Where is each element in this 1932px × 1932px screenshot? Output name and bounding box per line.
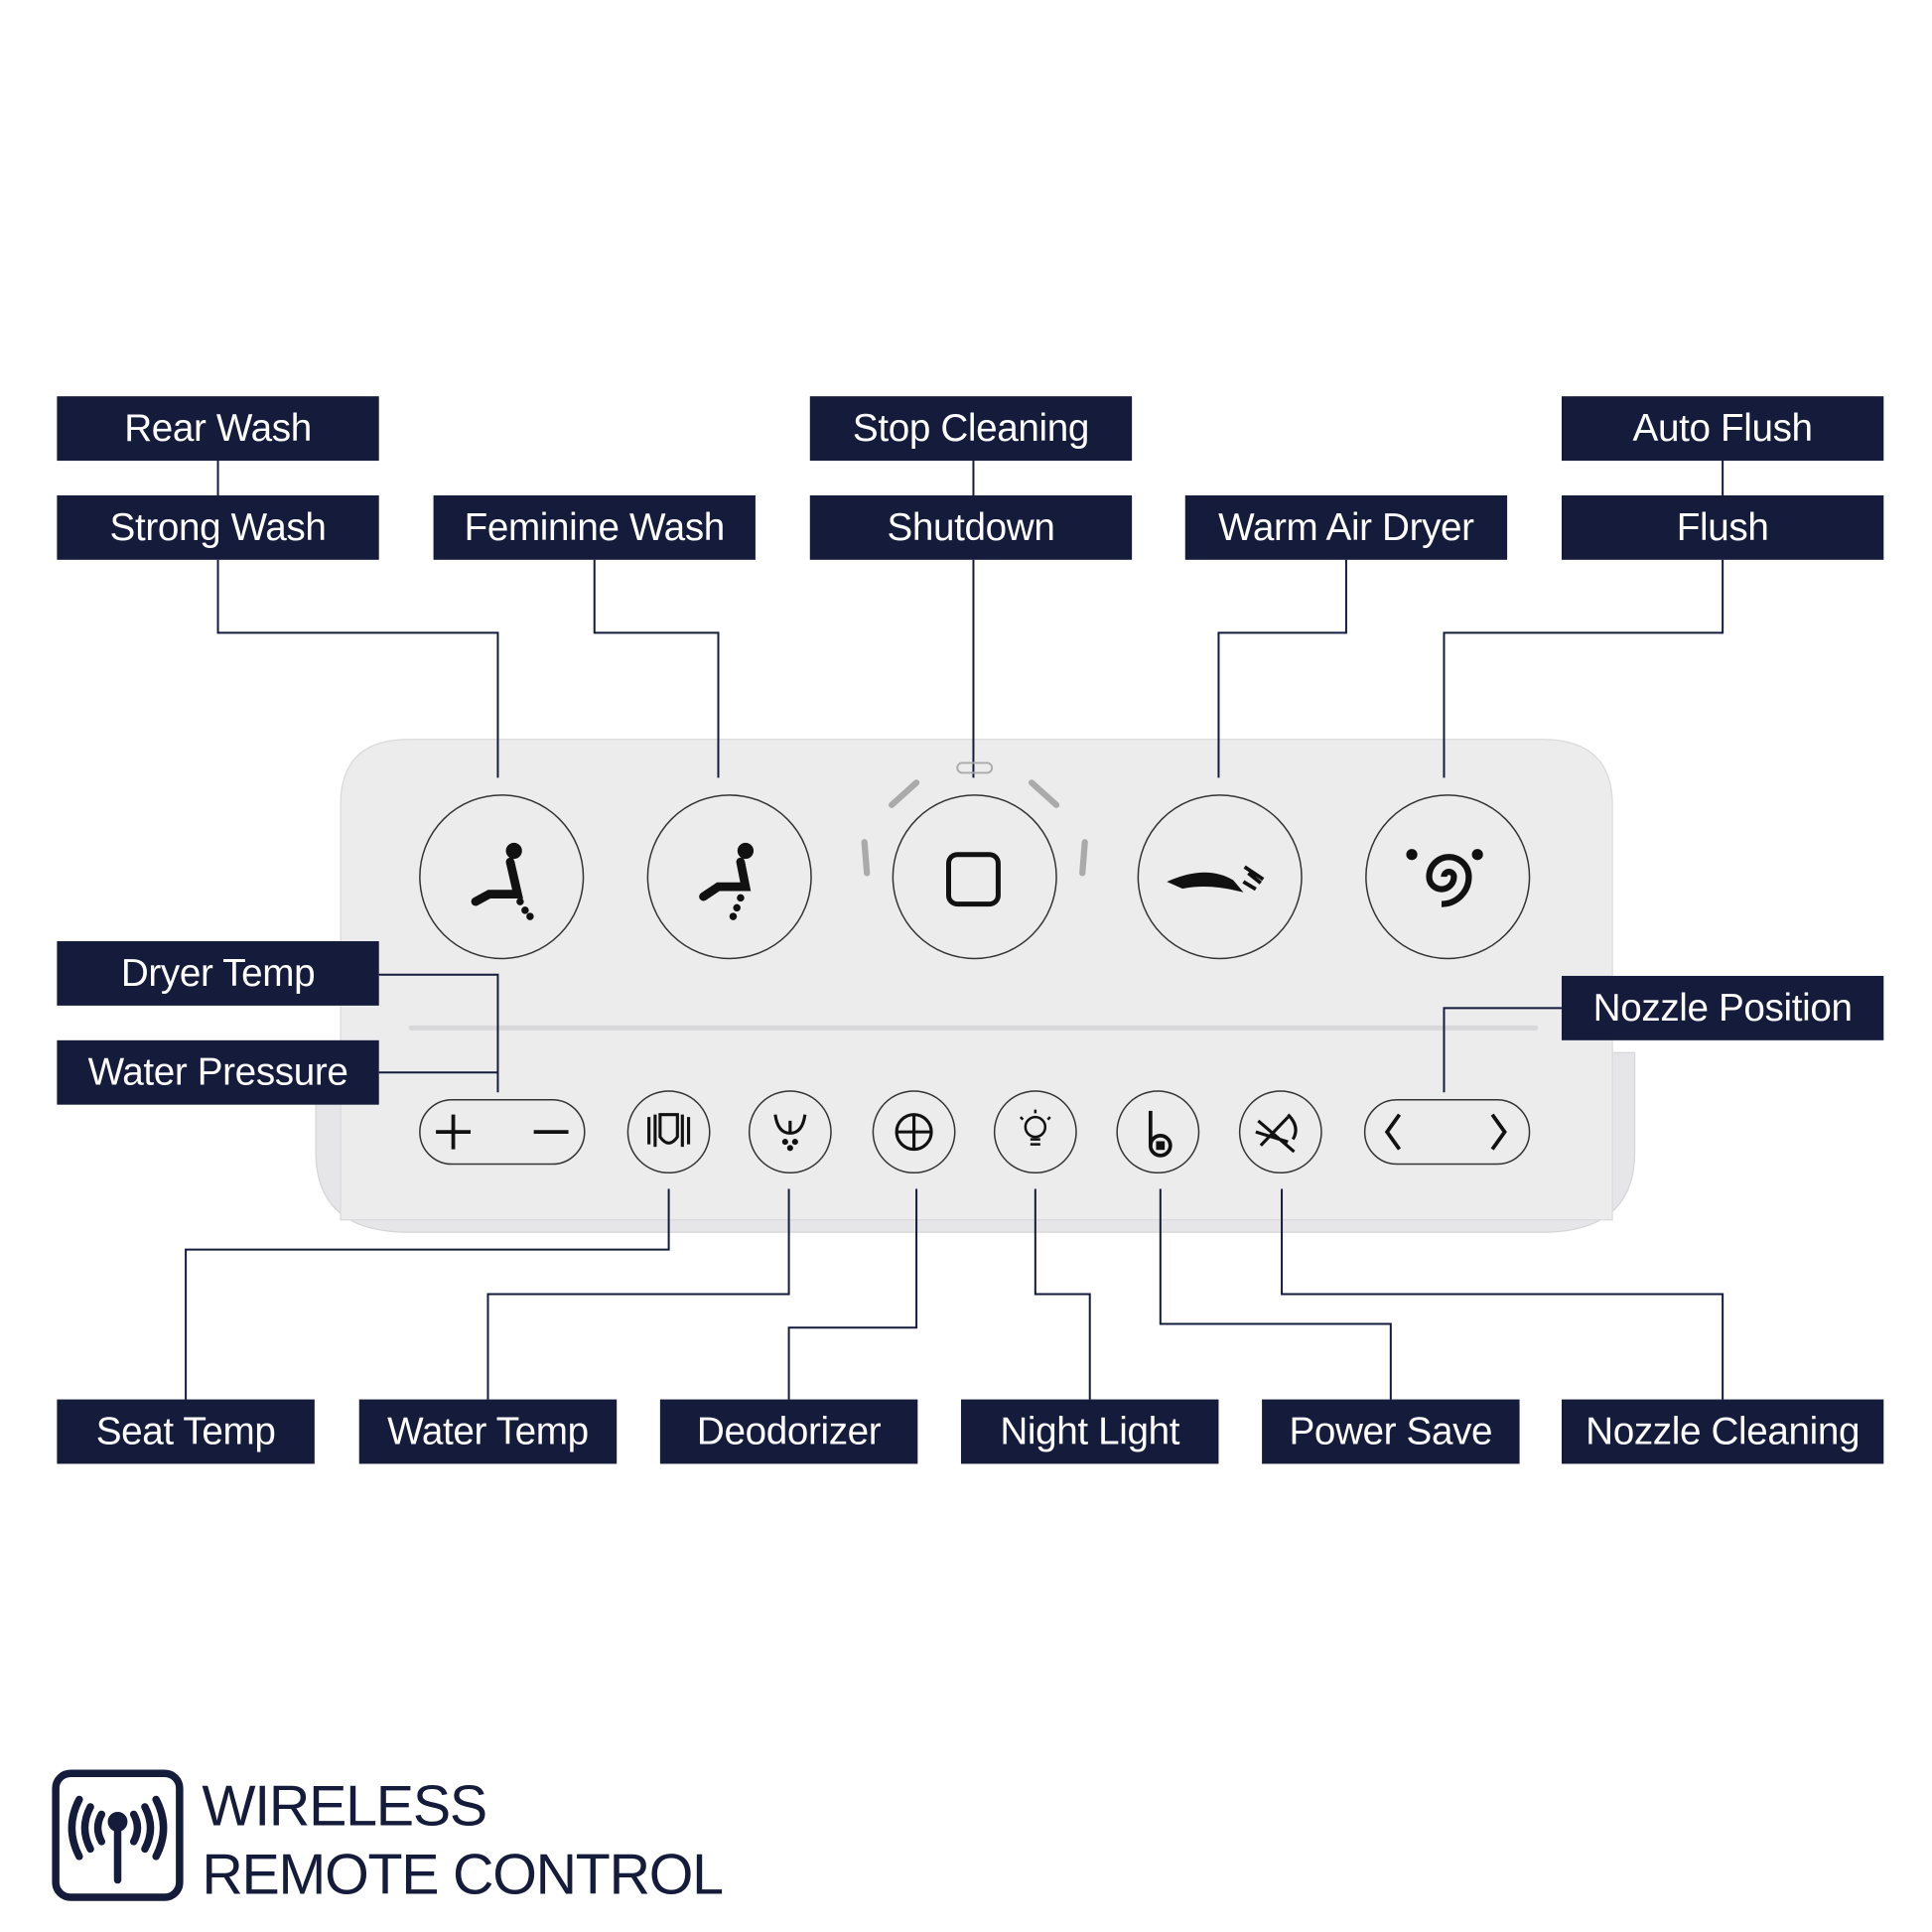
fan-icon (895, 1113, 933, 1152)
label-warm-air-dryer: Warm Air Dryer (1184, 494, 1508, 560)
chevron-right-icon (1490, 1113, 1507, 1151)
rear-wash-icon (471, 842, 534, 920)
plus-icon (436, 1114, 472, 1150)
label-deodorizer: Deodorizer (659, 1399, 918, 1464)
stop-button[interactable] (892, 794, 1057, 960)
label-seat-temp: Seat Temp (57, 1399, 315, 1464)
seat-temp-button[interactable] (626, 1090, 711, 1174)
feminine-wash-icon (699, 842, 755, 920)
label-nozzle-cleaning: Nozzle Cleaning (1561, 1399, 1884, 1464)
label-water-pressure: Water Pressure (57, 1039, 379, 1105)
label-flush: Flush (1561, 494, 1884, 560)
nozzle-cleaning-button[interactable] (1238, 1090, 1322, 1174)
feminine-wash-button[interactable] (646, 794, 812, 960)
seat-temp-icon (647, 1113, 691, 1148)
nozzle-position-button[interactable] (1363, 1098, 1531, 1166)
footer-title-line1: WIRELESS (202, 1773, 487, 1839)
connector-lines (185, 461, 1725, 1400)
power-save-plug-icon (1148, 1110, 1173, 1158)
label-dryer-temp: Dryer Temp (57, 941, 379, 1006)
divider-line (408, 1025, 1539, 1031)
label-auto-flush: Auto Flush (1561, 396, 1884, 462)
flush-swirl-icon (1406, 849, 1483, 907)
flush-button[interactable] (1365, 794, 1531, 960)
label-power-save: Power Save (1262, 1399, 1520, 1464)
power-save-button[interactable] (1116, 1090, 1200, 1174)
footer-title-line2: REMOTE CONTROL (202, 1841, 724, 1906)
label-water-temp: Water Temp (358, 1399, 618, 1464)
night-light-button[interactable] (993, 1090, 1077, 1174)
pressure-temp-adjust-button[interactable] (419, 1098, 586, 1166)
label-nozzle-position: Nozzle Position (1561, 975, 1884, 1040)
nozzle-cleaning-icon (1255, 1113, 1298, 1154)
chevron-left-icon (1384, 1113, 1402, 1151)
label-rear-wash: Rear Wash (57, 396, 379, 462)
label-night-light: Night Light (960, 1399, 1219, 1464)
label-feminine-wash: Feminine Wash (433, 494, 756, 560)
warm-air-dryer-icon (1167, 865, 1265, 893)
icons (436, 842, 1507, 1158)
stop-square-icon (946, 852, 1001, 907)
label-stop-cleaning: Stop Cleaning (809, 396, 1133, 462)
bulb-icon (1019, 1109, 1051, 1146)
water-temp-icon (773, 1114, 807, 1152)
label-shutdown: Shutdown (809, 494, 1133, 560)
status-light-arcs (861, 761, 1088, 877)
antenna-signal-icon (52, 1769, 184, 1901)
rear-wash-button[interactable] (419, 794, 585, 960)
label-strong-wash: Strong Wash (57, 494, 379, 560)
